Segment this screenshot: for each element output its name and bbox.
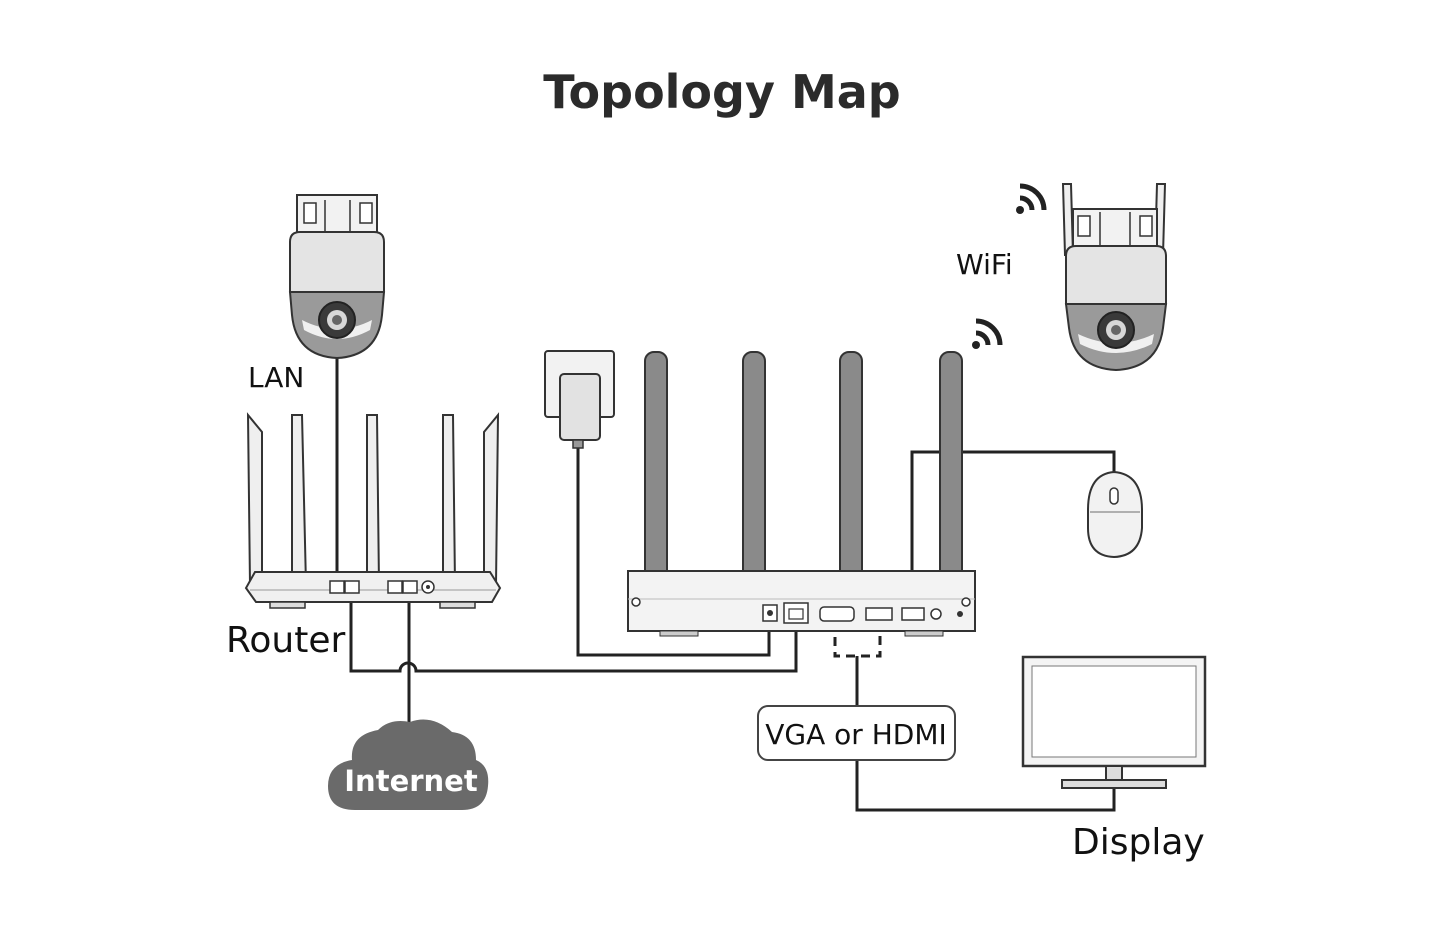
video-port-bracket bbox=[833, 622, 882, 658]
lan-label: LAN bbox=[248, 361, 304, 394]
wifi-signal-icon bbox=[972, 318, 1003, 349]
ptz-camera-icon bbox=[288, 194, 386, 360]
wifi-signal-icon bbox=[1016, 183, 1047, 214]
video-cable-bottom bbox=[855, 760, 1116, 812]
mouse-cable bbox=[910, 450, 1116, 610]
page-title: Topology Map bbox=[543, 65, 900, 119]
router-icon bbox=[244, 412, 502, 609]
connection-lines bbox=[335, 355, 1116, 812]
power-cable bbox=[576, 445, 771, 657]
video-connection-label: VGA or HDMI bbox=[765, 718, 946, 751]
nvr-icon bbox=[627, 351, 976, 637]
internet-label: Internet bbox=[344, 764, 478, 798]
monitor-icon bbox=[1021, 655, 1207, 789]
router-label: Router bbox=[226, 620, 346, 661]
power-adapter-icon bbox=[544, 350, 615, 449]
display-label: Display bbox=[1072, 822, 1205, 863]
wifi-ptz-camera-icon bbox=[1061, 183, 1168, 372]
mouse-icon bbox=[1087, 470, 1143, 559]
cloud-icon bbox=[328, 719, 489, 810]
video-label-box bbox=[757, 705, 956, 761]
wifi-label: WiFi bbox=[956, 248, 1013, 281]
